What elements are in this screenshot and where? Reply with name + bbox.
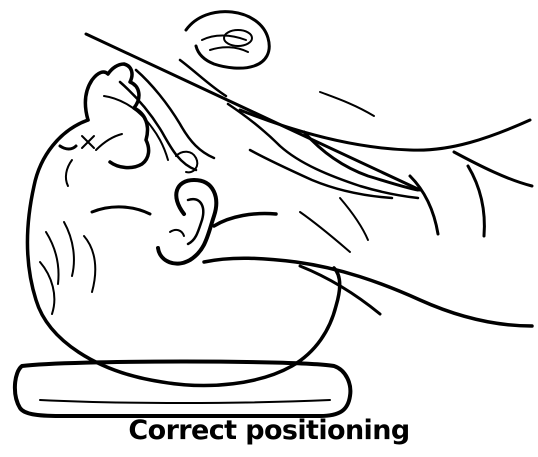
pillow [15, 362, 350, 417]
head-outline [28, 120, 340, 385]
ear [158, 180, 216, 264]
nose-detail [66, 160, 72, 186]
figure-caption: Correct positioning [0, 414, 538, 448]
airway-structures [120, 70, 418, 198]
